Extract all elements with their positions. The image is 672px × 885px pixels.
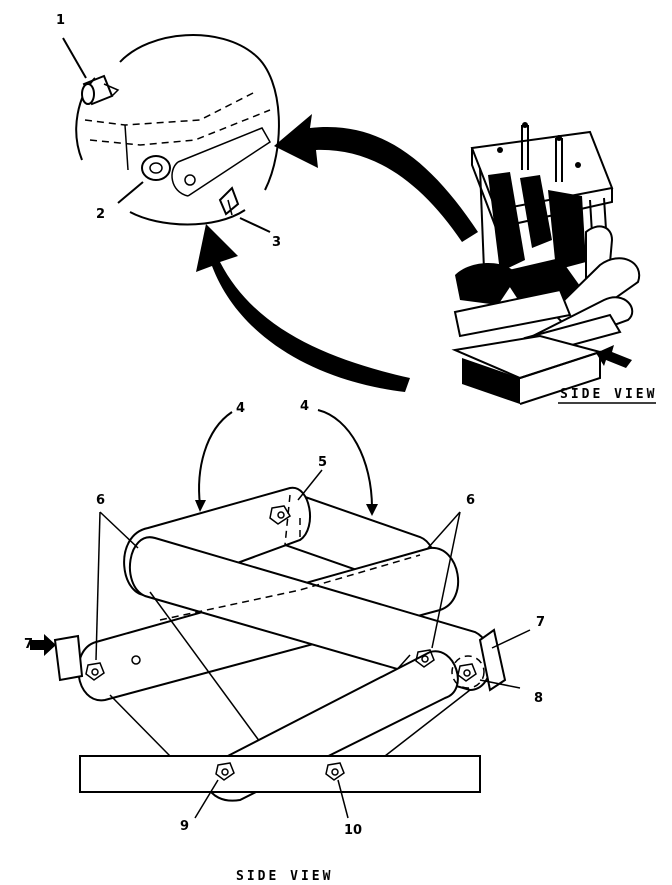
callout-7-right: 7 bbox=[536, 615, 545, 630]
bottom-side-view-label: SIDE VIEW bbox=[236, 869, 333, 884]
callout-6-right: 6 bbox=[466, 493, 475, 508]
fastener-5 bbox=[269, 505, 292, 525]
fastener-10 bbox=[325, 762, 345, 781]
fastener-9 bbox=[215, 762, 235, 781]
callout-5: 5 bbox=[318, 455, 327, 470]
callout-2: 2 bbox=[96, 207, 105, 222]
fastener-6-left bbox=[85, 662, 105, 681]
pin-part bbox=[81, 74, 120, 106]
callout-1: 1 bbox=[56, 13, 65, 28]
fastener-8 bbox=[457, 663, 477, 682]
mechanism-photo bbox=[451, 122, 641, 405]
reference-arrows bbox=[196, 114, 478, 392]
fastener-6-right bbox=[415, 649, 435, 668]
callout-7-left: 7 bbox=[24, 637, 33, 652]
callout-8: 8 bbox=[534, 691, 543, 706]
photo-side-view-label: SIDE VIEW bbox=[560, 387, 657, 402]
callout-9: 9 bbox=[180, 819, 189, 834]
callout-4-right: 4 bbox=[300, 399, 309, 414]
clip-part bbox=[218, 186, 240, 216]
scissor-side-view bbox=[30, 409, 531, 819]
callout-3: 3 bbox=[272, 235, 281, 250]
callout-6-left: 6 bbox=[96, 493, 105, 508]
callout-10: 10 bbox=[344, 823, 362, 838]
washer-part bbox=[141, 155, 171, 181]
detail-circle-view bbox=[62, 34, 280, 233]
callout-4-left: 4 bbox=[236, 401, 245, 416]
